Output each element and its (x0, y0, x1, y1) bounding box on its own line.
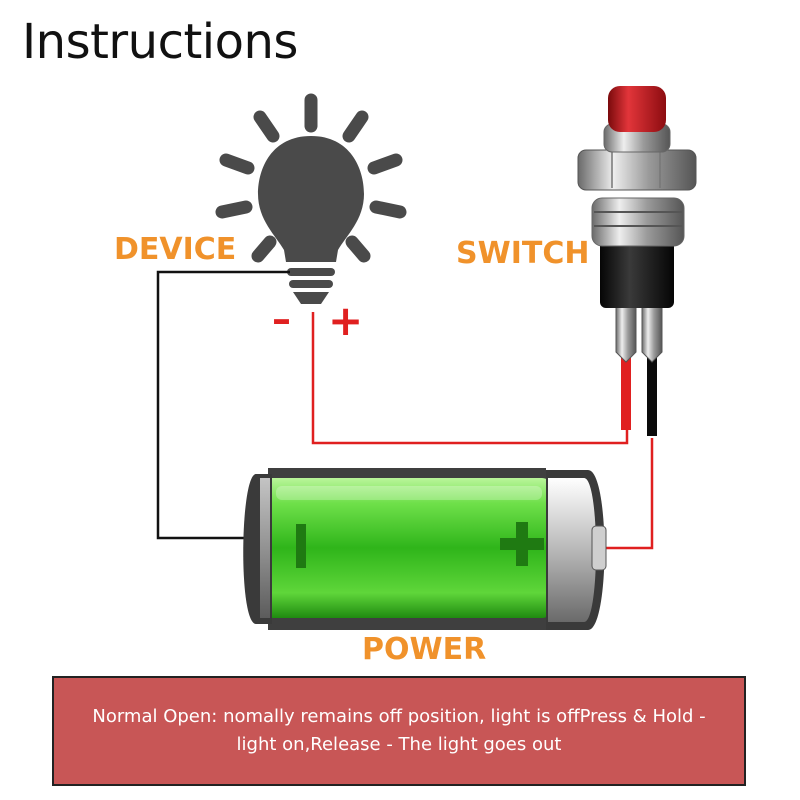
note-text: Normal Open: nomally remains off positio… (92, 706, 706, 755)
page-title: Instructions (22, 14, 298, 70)
switch-label: SWITCH (456, 236, 590, 271)
plus-sign: + (328, 296, 364, 345)
light-bulb-icon (215, 93, 407, 304)
note-box: Normal Open: nomally remains off positio… (52, 676, 746, 786)
minus-sign: – (272, 297, 291, 341)
power-label: POWER (362, 632, 487, 667)
red-wire-switch-to-battery (606, 438, 654, 550)
battery-icon (243, 468, 607, 630)
push-button-switch-icon (577, 86, 697, 436)
black-wire-device-to-battery (156, 270, 290, 540)
device-label: DEVICE (114, 232, 237, 267)
